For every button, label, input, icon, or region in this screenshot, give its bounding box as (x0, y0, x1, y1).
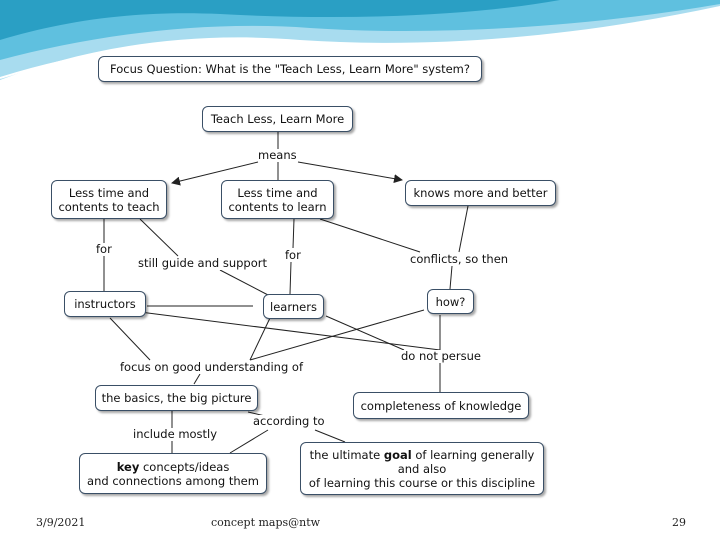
concept-learners: learners (263, 294, 324, 319)
concept-line: and also (397, 461, 447, 476)
concept-bold-word: goal (383, 447, 412, 462)
link-label-include-mostly: include mostly (133, 427, 218, 441)
footer-page-number: 29 (672, 516, 686, 529)
concept-completeness-of-knowledge: completeness of knowledge (353, 392, 529, 419)
concept-line: the ultimate goal of learning generally (310, 448, 535, 462)
concept-text: of learning generally (411, 447, 535, 462)
concept-less-time-to-teach: Less time and contents to teach (51, 180, 167, 219)
concept-knows-more-and-better: knows more and better (405, 180, 556, 206)
concept-instructors: instructors (64, 291, 146, 317)
concept-bold-word: key (116, 459, 140, 474)
concept-basics-big-picture: the basics, the big picture (95, 385, 258, 411)
footer-date: 3/9/2021 (36, 516, 86, 529)
concept-line: Less time and (237, 185, 318, 200)
concept-key-concepts: key concepts/ideas and connections among… (79, 453, 267, 494)
link-label-conflicts-so-then: conflicts, so then (410, 252, 509, 266)
concept-line: Less time and (68, 185, 150, 200)
concept-line: of learning this course or this discipli… (308, 475, 536, 490)
concept-line: key concepts/ideas (117, 460, 230, 474)
concept-how: how? (427, 289, 474, 314)
link-label-means: means (258, 148, 297, 162)
concept-line: and connections among them (87, 473, 259, 488)
concept-teach-less-learn-more: Teach Less, Learn More (202, 106, 353, 132)
footer-center-text: concept maps@ntw (211, 516, 321, 529)
concept-line: contents to learn (228, 199, 327, 214)
concept-less-time-to-learn: Less time and contents to learn (221, 180, 334, 219)
focus-question-box: Focus Question: What is the "Teach Less,… (98, 56, 482, 82)
link-label-still-guide-and-support: still guide and support (138, 256, 267, 270)
link-label-for-middle: for (285, 248, 301, 262)
concept-text: the ultimate (309, 447, 384, 462)
link-label-do-not-persue: do not persue (401, 349, 481, 363)
link-label-for-left: for (96, 242, 112, 256)
link-label-focus-on-good-understanding: focus on good understanding of (120, 360, 303, 374)
concept-ultimate-goal: the ultimate goal of learning generally … (300, 442, 544, 495)
concept-text: concepts/ideas (139, 459, 230, 474)
link-label-according-to: according to (253, 414, 325, 428)
concept-line: contents to teach (58, 199, 160, 214)
